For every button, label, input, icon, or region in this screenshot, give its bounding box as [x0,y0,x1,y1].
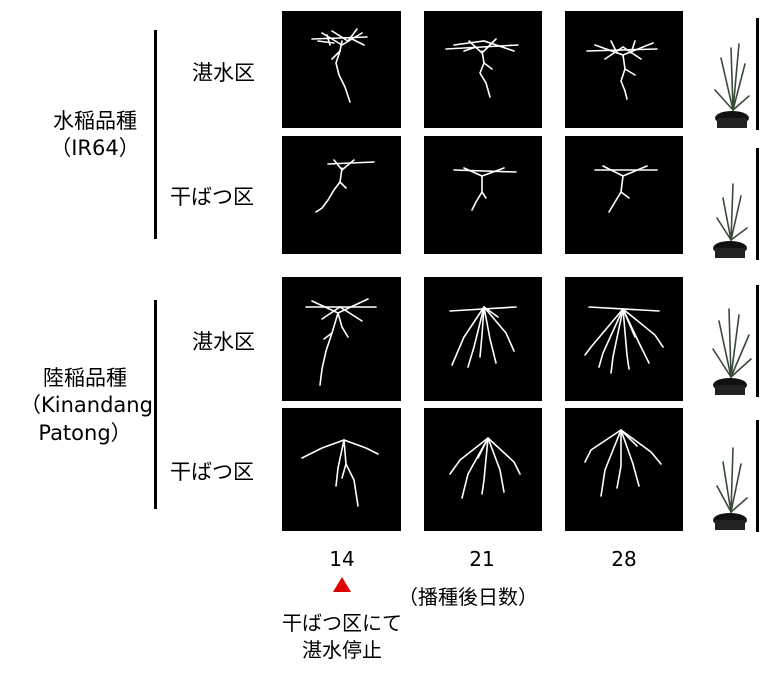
rice-plant-drawing [713,420,759,532]
group-bracket-line [154,300,157,509]
root-system-drawing [584,306,664,374]
rice-plant-drawing [712,285,759,397]
root-image-panel [282,11,401,128]
root-image-panel [565,136,683,254]
row-label-irrigated: 湛水区 [192,330,255,354]
rice-plant-photo [705,18,761,130]
root-system-drawing [311,28,368,103]
group-name: 陸稲品種 [43,366,127,390]
root-system-drawing [453,167,517,211]
root-system-drawing [301,439,379,507]
rice-plant-photo [705,420,761,532]
group-cultivar-line2: Patong） [38,420,132,445]
root-image-panel [282,408,401,531]
root-image-panel [565,408,683,531]
rice-plant-drawing [714,18,759,130]
rice-plant-photo [705,148,761,260]
row-label-drought: 干ばつ区 [170,460,254,484]
root-system-drawing [449,306,517,368]
root-image-panel [282,277,401,401]
group-cultivar: （IR64） [50,136,140,161]
group-bracket-line [154,30,157,239]
root-system-drawing [445,38,519,98]
root-image-panel [424,408,542,531]
group-label-paddy: 水稲品種 （IR64） [40,108,150,163]
group-label-upland: 陸稲品種 （Kinandang Patong） [20,365,153,447]
day-label: 28 [611,547,637,571]
marker-note-line1: 干ばつ区にて [282,611,402,635]
root-system-drawing [449,437,521,499]
root-image-panel [424,11,542,128]
root-system-drawing [586,40,658,100]
root-system-drawing [315,159,375,213]
root-image-panel [282,136,401,254]
days-after-sowing-caption: （播種後日数） [398,585,538,609]
day-label: 14 [329,547,355,571]
root-image-panel [565,11,683,128]
row-label-drought: 干ばつ区 [170,185,254,209]
row-label-irrigated: 湛水区 [192,61,255,85]
root-image-panel [565,277,683,401]
rice-plant-drawing [713,148,759,260]
root-image-panel [424,277,542,401]
root-image-panel [424,136,542,254]
day-label: 21 [469,547,495,571]
marker-note-line2: 湛水停止 [302,638,382,662]
group-cultivar-line1: （Kinandang [20,393,153,418]
root-system-drawing [305,298,377,386]
root-system-drawing [584,429,662,497]
drought-start-marker [333,577,351,592]
marker-note: 干ばつ区にて 湛水停止 [262,610,422,664]
root-system-drawing [594,165,658,213]
group-name: 水稲品種 [53,109,137,133]
rice-plant-photo [705,285,761,397]
